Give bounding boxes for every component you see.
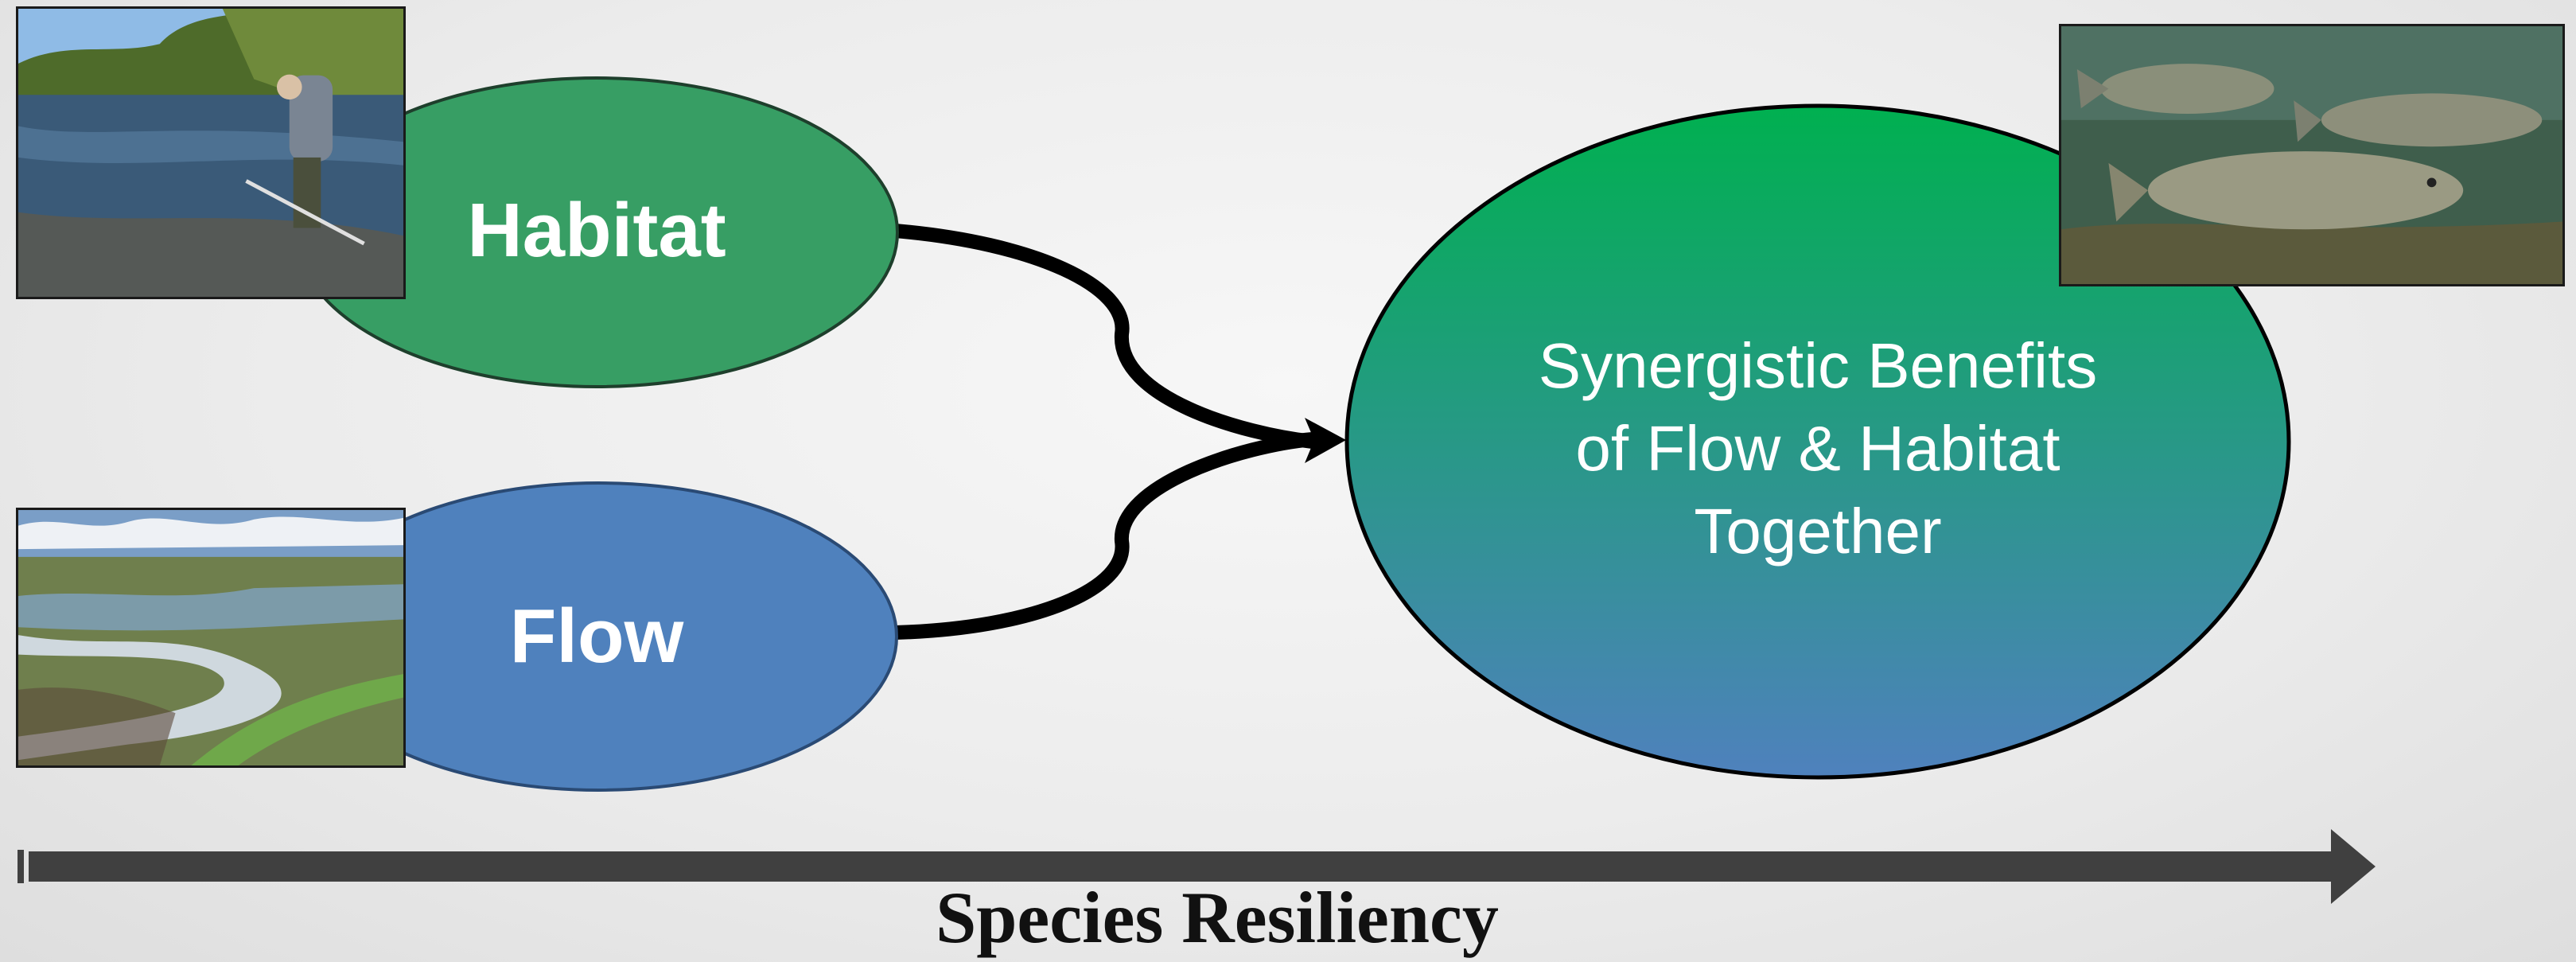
merge-arrowhead	[1305, 418, 1346, 463]
flow-connector	[888, 432, 1320, 640]
axis-shaft	[29, 851, 2336, 882]
salmon-underwater-photo	[2059, 24, 2565, 286]
benefits-line-1: Synergistic Benefits	[1538, 330, 2098, 401]
person-measuring-stream-photo	[16, 6, 406, 299]
benefits-label: Synergistic Benefits of Flow & Habitat T…	[1400, 325, 2236, 573]
aerial-river-floodplain-photo	[16, 508, 406, 768]
axis-start-tick	[18, 850, 24, 883]
habitat-label: Habitat	[467, 188, 726, 273]
benefits-line-3: Together	[1694, 496, 1942, 567]
axis-arrowhead	[2331, 829, 2376, 904]
axis-label: Species Resiliency	[936, 877, 1499, 958]
flow-label: Flow	[509, 594, 684, 679]
benefits-ellipse	[1344, 103, 2291, 780]
habitat-connector	[888, 224, 1320, 449]
benefits-line-2: of Flow & Habitat	[1575, 413, 2060, 484]
